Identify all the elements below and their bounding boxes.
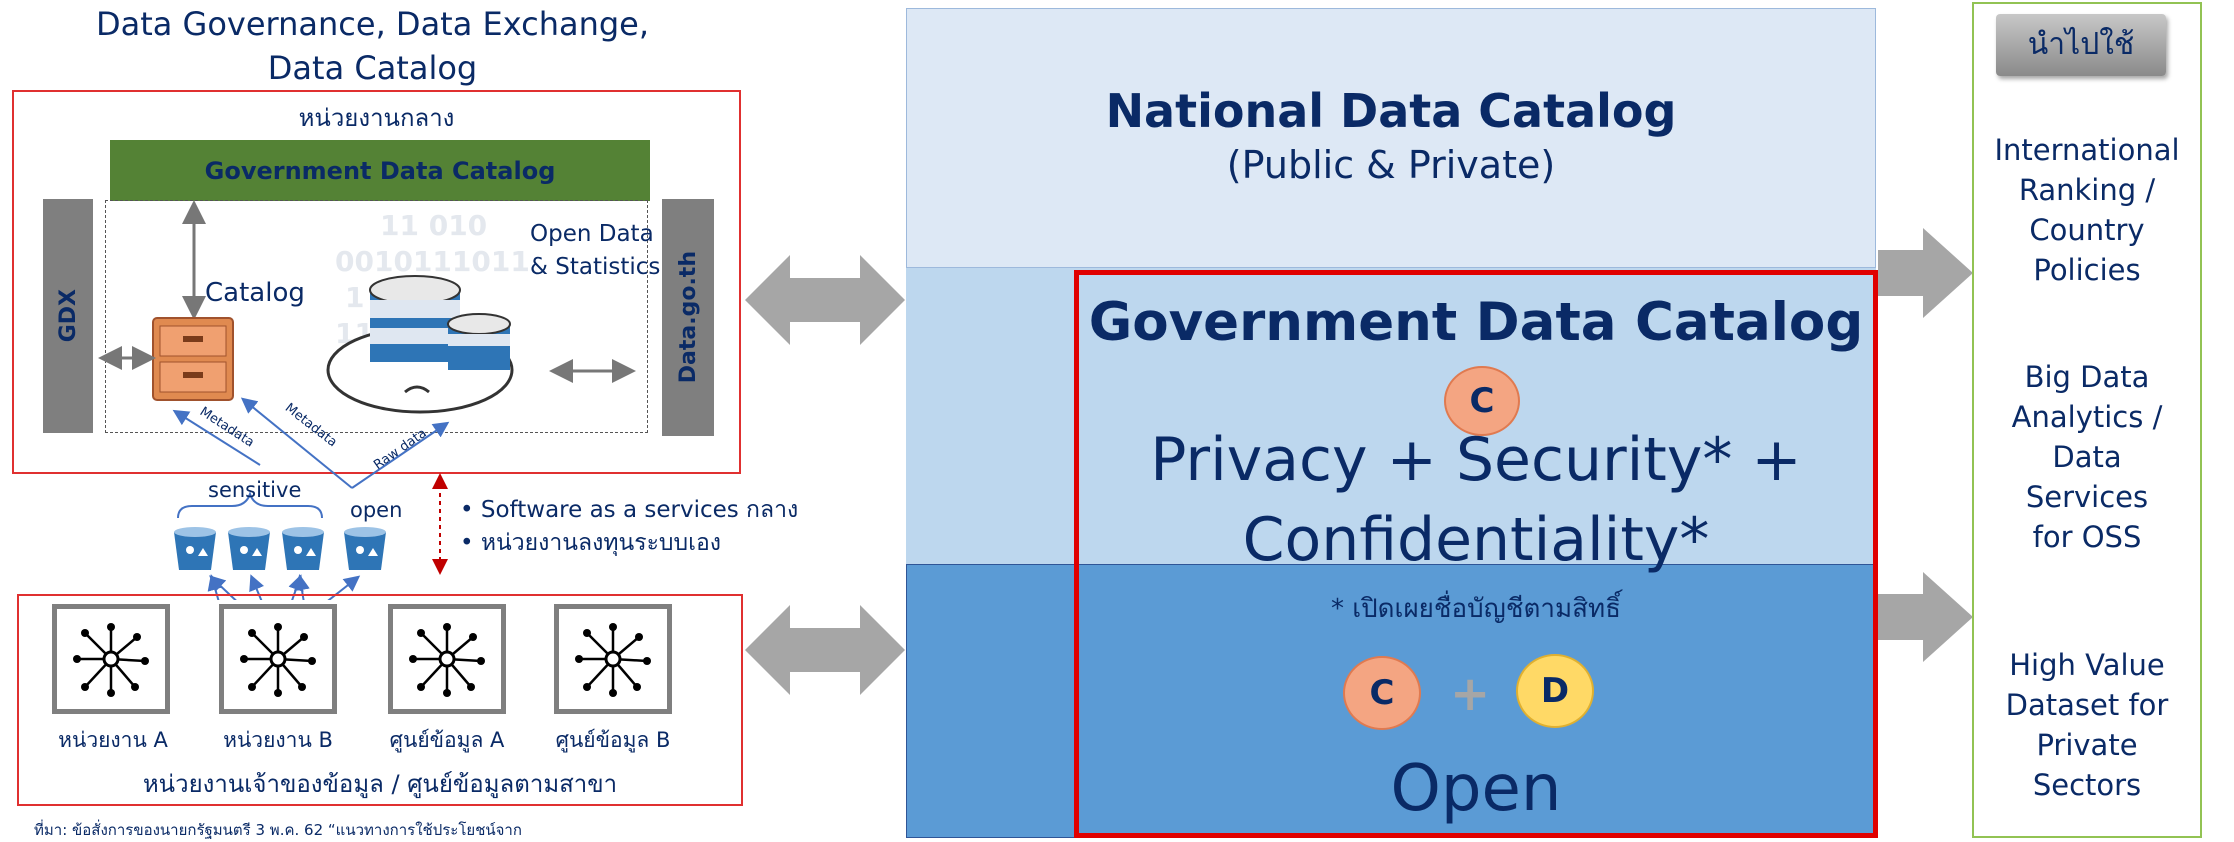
usage-text-line: Private xyxy=(2036,728,2138,762)
national-catalog-title: National Data Catalog xyxy=(1105,84,1677,138)
usage-text-line: Country xyxy=(2029,213,2145,247)
usage-header-button[interactable]: นำไปใช้ xyxy=(1996,14,2166,76)
open-data-line1: Open Data xyxy=(530,221,654,247)
data-badge: D xyxy=(1516,654,1594,728)
binary-line: 0010111011 xyxy=(335,245,530,278)
usage-text-line: Ranking / xyxy=(2018,173,2156,207)
confidential-badge: C xyxy=(1343,656,1421,730)
node-label: ศูนย์ข้อมูล B xyxy=(555,728,671,752)
node-label: หน่วยงาน B xyxy=(223,728,333,752)
central-agency-label: หน่วยงานกลาง xyxy=(298,104,455,132)
national-catalog-panel xyxy=(906,8,1876,268)
node-label: ศูนย์ข้อมูล A xyxy=(389,728,505,752)
national-catalog-subtitle: (Public & Private) xyxy=(1226,143,1556,187)
open-data-line2: & Statistics xyxy=(530,254,661,280)
usage-text-line: for OSS xyxy=(2032,520,2142,554)
gdx-band: GDX xyxy=(43,199,93,433)
bucket-icon xyxy=(174,527,216,570)
privacy-security-text: Privacy + Security* + Confidentiality* xyxy=(1078,420,1874,580)
plus-sign: + xyxy=(1450,666,1491,722)
double-arrow-icon xyxy=(745,605,905,695)
privacy-line1: Privacy + Security* + xyxy=(1150,425,1802,495)
node-icon xyxy=(554,604,672,714)
privacy-line2: Confidentiality* xyxy=(1242,505,1710,575)
left-title-line2: Data Catalog xyxy=(267,49,478,87)
right-arrow-icon xyxy=(1878,228,1973,318)
usage-text-line: Analytics / xyxy=(2011,400,2163,434)
gov-catalog-red-frame xyxy=(1074,270,1878,838)
usage-text-line: Services xyxy=(2025,480,2149,514)
node-icon xyxy=(388,604,506,714)
catalog-label: Catalog xyxy=(205,278,305,308)
bullet-saas: • Software as a services กลาง xyxy=(460,497,799,523)
bullet-self-invest: • หน่วยงานลงทุนระบบเอง xyxy=(460,530,722,556)
catalog-dotted-area xyxy=(105,200,648,433)
left-title: Data Governance, Data Exchange, Data Cat… xyxy=(0,2,745,90)
usage-text-line: Big Data xyxy=(2024,360,2150,394)
usage-text-line: Dataset for xyxy=(2005,688,2169,722)
right-arrow-icon xyxy=(1878,572,1973,662)
rights-footnote: * เปิดเผยชื่อบัญชีตามสิทธิ์ xyxy=(1331,594,1621,624)
data-owners-label: หน่วยงานเจ้าของข้อมูล / ศูนย์ข้อมูลตามสา… xyxy=(142,770,618,798)
sensitive-label: sensitive xyxy=(208,478,302,502)
restricted-panel xyxy=(906,268,1876,564)
open-label: open xyxy=(350,498,403,522)
node-label: หน่วยงาน A xyxy=(58,728,168,752)
usage-text-line: Policies xyxy=(2033,253,2141,287)
gov-catalog-bar: Government Data Catalog xyxy=(110,140,650,201)
left-diagram-graphics xyxy=(98,200,636,600)
node-icon xyxy=(219,604,337,714)
left-title-line1: Data Governance, Data Exchange, xyxy=(95,5,650,43)
bucket-icon xyxy=(282,527,324,570)
datagoth-band: Data.go.th xyxy=(662,199,714,436)
data-owners-box xyxy=(17,594,743,806)
bucket-icon xyxy=(344,527,386,570)
usage-text-line: International xyxy=(1994,133,2180,167)
bucket-icon xyxy=(228,527,270,570)
confidential-badge: C xyxy=(1444,366,1520,436)
deployment-bullets: • Software as a services กลาง • หน่วยงาน… xyxy=(460,494,798,560)
open-title: Open xyxy=(1390,752,1562,826)
usage-text-line: Data xyxy=(2052,440,2122,474)
usage-text-line: Sectors xyxy=(2032,768,2142,802)
usage-item-bigdata: Big Data Analytics / Data Services for O… xyxy=(1974,357,2200,557)
usage-item-ranking: International Ranking / Country Policies xyxy=(1974,130,2200,290)
node-icon xyxy=(52,604,170,714)
central-agency-box xyxy=(12,90,741,474)
cabinet-icon xyxy=(152,317,234,401)
gov-catalog-title: Government Data Catalog xyxy=(1088,292,1864,353)
double-arrow-icon xyxy=(745,255,905,345)
usage-item-highvalue: High Value Dataset for Private Sectors xyxy=(1974,645,2200,805)
usage-panel xyxy=(1972,2,2202,838)
database-icon xyxy=(326,275,514,414)
binary-line: 11 010 xyxy=(380,209,488,242)
open-data-label: Open Data & Statistics xyxy=(530,218,660,284)
source-footnote: ที่มา: ข้อสั่งการของนายกรัฐมนตรี 3 พ.ค. … xyxy=(34,821,522,839)
usage-text-line: High Value xyxy=(2009,648,2165,682)
data-buckets xyxy=(174,527,386,570)
